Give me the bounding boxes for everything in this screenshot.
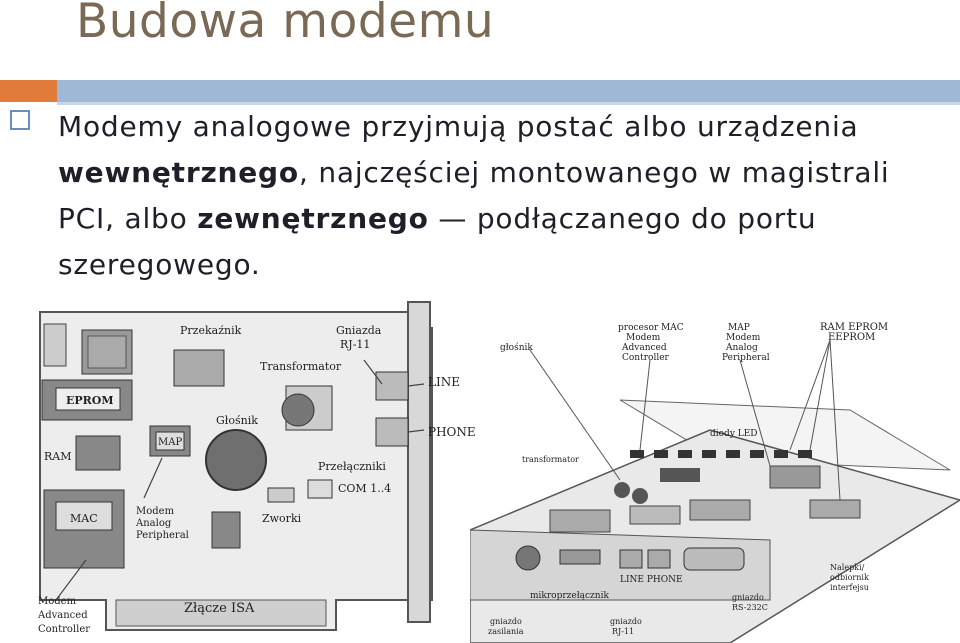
- label-mac-desc-1: Modem: [38, 596, 77, 607]
- label-rj11: RJ-11: [340, 338, 370, 351]
- r-label-glosnik: głośnik: [500, 342, 533, 353]
- label-phone: PHONE: [428, 425, 476, 439]
- slide-paragraph: Modemy analogowe przyjmują postać albo u…: [58, 104, 938, 288]
- r-label-gniazdo-2: RS-232C: [732, 603, 768, 612]
- r-label-proc-1: procesor MAC: [618, 323, 684, 333]
- label-eprom: EPROM: [66, 394, 114, 407]
- accent-bar-orange: [0, 80, 57, 102]
- label-line: LINE: [428, 375, 460, 389]
- label-map: MAP: [158, 437, 182, 448]
- r-label-proc-3: Advanced: [621, 343, 667, 353]
- label-com: COM 1..4: [338, 482, 391, 495]
- label-przelaczniki: Przełączniki: [318, 460, 386, 473]
- label-zlacze-isa: Złącze ISA: [184, 601, 255, 616]
- para-text-3: — podłączanego do portu szeregowego.: [58, 202, 817, 281]
- r-label-gniazdo-1: gniazdo: [732, 593, 764, 602]
- r-label-mikro: mikroprzełącznik: [530, 591, 609, 601]
- label-mac: MAC: [70, 512, 98, 525]
- r-label-gn-rj-2: RJ-11: [612, 627, 634, 636]
- para-bold-1: wewnętrznego: [58, 156, 299, 189]
- r-label-nalepki-1: Nalepki/: [830, 563, 865, 572]
- r-label-gn-zas-2: zasilania: [488, 627, 524, 636]
- r-label-gn-rj-1: gniazdo: [610, 617, 642, 626]
- label-transformator: Transformator: [260, 360, 342, 373]
- r-label-transf: transformator: [522, 455, 579, 464]
- label-map-desc-2: Analog: [135, 518, 172, 529]
- label-glosnik: Głośnik: [216, 414, 258, 427]
- r-label-line-phone: LINE PHONE: [620, 575, 683, 585]
- r-label-ram-2: EEPROM: [828, 332, 875, 343]
- label-przekaznik: Przekaźnik: [180, 324, 242, 337]
- label-zworki: Zworki: [262, 512, 302, 525]
- r-label-map-2: Modem: [726, 333, 761, 343]
- slide-title: Budowa modemu: [76, 0, 495, 49]
- label-gniazda: Gniazda: [336, 324, 382, 337]
- r-label-map-4: Peripheral: [722, 353, 770, 363]
- bullet-square-icon: [10, 110, 30, 130]
- label-map-desc-3: Peripheral: [136, 530, 189, 541]
- accent-bar-blue: [57, 80, 960, 102]
- para-text-1: Modemy analogowe przyjmują postać albo u…: [58, 110, 859, 143]
- modem-card-diagram: Przekaźnik Gniazda RJ-11 Transformator L…: [37, 301, 476, 635]
- r-label-ram-1: RAM EPROM: [820, 322, 888, 333]
- para-text-2: , najczęściej montowanego w magistrali P…: [58, 156, 890, 235]
- accent-bar-line: [57, 102, 960, 105]
- para-bold-2: zewnętrznego: [197, 202, 429, 235]
- modem-board-isometric: procesor MAC Modem Advanced Controller M…: [470, 322, 960, 643]
- label-mac-desc-3: Controller: [38, 624, 90, 635]
- label-ram: RAM: [44, 450, 72, 463]
- r-label-nalepki-2: odbiornik: [830, 573, 869, 582]
- r-label-proc-2: Modem: [626, 333, 661, 343]
- label-mac-desc-2: Advanced: [37, 610, 88, 621]
- r-label-map-3: Analog: [725, 343, 758, 353]
- r-label-diody: diody LED: [710, 429, 758, 439]
- r-label-proc-4: Controller: [622, 353, 670, 363]
- r-label-map-1: MAP: [728, 323, 750, 333]
- r-label-gn-zas-1: gniazdo: [490, 617, 522, 626]
- label-map-desc-1: Modem: [136, 506, 175, 517]
- r-label-nalepki-3: interfejsu: [830, 583, 869, 592]
